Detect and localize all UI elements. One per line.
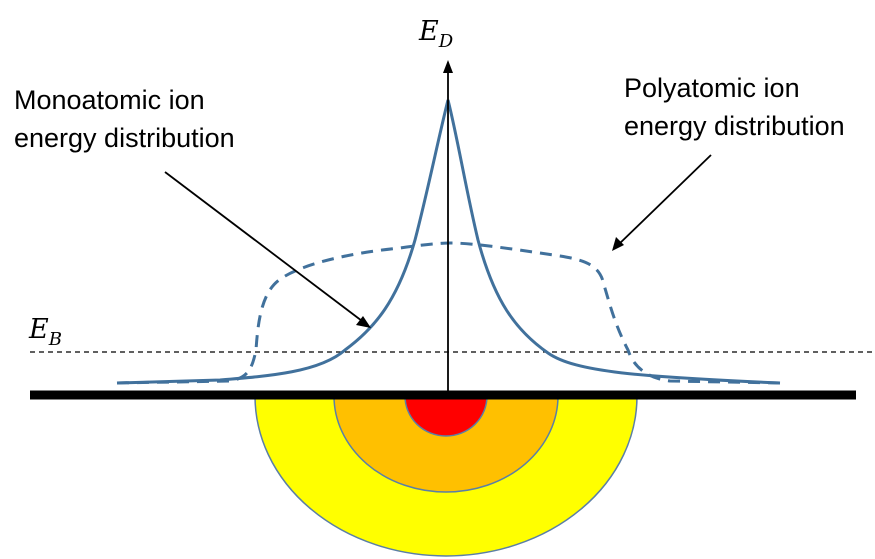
- poly-label-line2: energy distribution: [624, 111, 845, 141]
- ed-label: ED: [418, 16, 454, 52]
- poly-annotation-arrow: [616, 154, 712, 247]
- mono-label-line2: energy distribution: [14, 123, 235, 153]
- ed-axis-arrowhead: [443, 60, 453, 73]
- monoatomic-distribution-curve: [116, 99, 781, 385]
- polyatomic-distribution-curve: [116, 241, 781, 385]
- poly-annotation-arrowhead: [612, 237, 624, 251]
- poly-label-line1: Polyatomic ion: [624, 73, 800, 103]
- mono-annotation-arrow: [164, 171, 367, 325]
- mono-annotation-arrowhead: [356, 316, 371, 328]
- mono-label-line1: Monoatomic ion: [14, 85, 205, 115]
- middle-ring-halfdisc: [333, 395, 559, 493]
- inner-core-halfdisc: [404, 395, 488, 437]
- eb-label: EB: [28, 314, 62, 350]
